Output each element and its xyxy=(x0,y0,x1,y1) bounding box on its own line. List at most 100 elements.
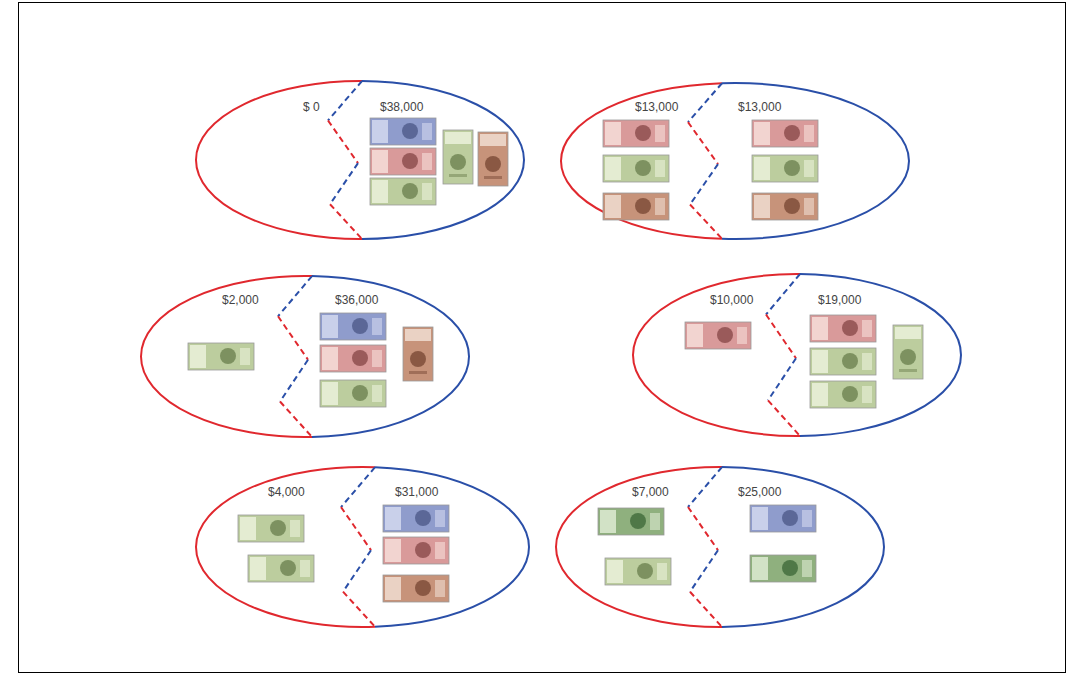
banknote-body xyxy=(893,325,923,379)
banknote-body xyxy=(752,120,818,147)
banknote-illustration xyxy=(248,555,314,582)
banknote-panel xyxy=(895,327,921,339)
banknote-portrait xyxy=(402,183,418,199)
split-ellipse: $10,000$19,000 xyxy=(632,273,962,437)
split-ellipse: $13,000$13,000 xyxy=(560,82,910,240)
banknote-portrait xyxy=(450,154,466,170)
banknote-stripe xyxy=(802,560,812,577)
banknote-panel xyxy=(687,324,703,347)
banknote-illustration xyxy=(752,193,818,220)
banknote-stripe xyxy=(484,176,502,179)
banknote-stripe xyxy=(409,371,427,374)
banknote-panel xyxy=(385,507,401,530)
banknote-stripe xyxy=(422,123,432,140)
amount-label: $2,000 xyxy=(222,293,259,307)
banknote-portrait xyxy=(415,542,431,558)
banknote-stripe xyxy=(435,580,445,597)
banknote-portrait xyxy=(485,156,501,172)
banknote-portrait xyxy=(415,580,431,596)
banknote-stripe xyxy=(372,385,382,402)
banknote-stripe xyxy=(372,318,382,335)
banknote-illustration xyxy=(320,313,386,340)
banknote-portrait xyxy=(782,510,798,526)
banknote-panel xyxy=(385,577,401,600)
banknote-body xyxy=(320,313,386,340)
banknote-illustration xyxy=(752,155,818,182)
amount-label: $7,000 xyxy=(632,485,669,499)
banknote-panel xyxy=(372,120,388,143)
banknote-stripe xyxy=(240,348,250,365)
banknote-panel xyxy=(812,383,828,406)
banknote-portrait xyxy=(352,318,368,334)
zigzag-divider xyxy=(278,316,308,359)
amount-label: $ 0 xyxy=(303,100,320,114)
banknote-body xyxy=(603,155,669,182)
banknote-body xyxy=(752,193,818,220)
banknote-illustration xyxy=(383,575,449,602)
banknote-illustration xyxy=(320,345,386,372)
banknote-illustration xyxy=(443,130,473,184)
banknote-panel xyxy=(754,195,770,218)
banknote-body xyxy=(603,120,669,147)
banknote-portrait xyxy=(784,160,800,176)
banknote-illustration xyxy=(383,505,449,532)
banknote-portrait xyxy=(415,510,431,526)
banknote-stripe xyxy=(862,320,872,337)
banknote-portrait xyxy=(280,560,296,576)
banknote-panel xyxy=(607,560,623,583)
banknote-panel xyxy=(372,150,388,173)
zigzag-divider xyxy=(690,550,718,592)
banknote-portrait xyxy=(784,125,800,141)
right-arc xyxy=(800,274,961,436)
banknote-panel xyxy=(605,195,621,218)
split-ellipse: $2,000 $36,000 xyxy=(140,275,470,438)
banknote-panel xyxy=(752,507,768,530)
zigzag-divider xyxy=(330,163,358,204)
banknote-body xyxy=(750,505,816,532)
banknote-body xyxy=(383,575,449,602)
banknote-body xyxy=(383,537,449,564)
right-arc xyxy=(362,81,524,239)
left-arc xyxy=(556,467,722,627)
amount-label: $36,000 xyxy=(335,293,378,307)
banknote-illustration xyxy=(478,132,508,186)
zigzag-divider xyxy=(341,467,375,507)
banknote-panel xyxy=(372,180,388,203)
banknote-stripe xyxy=(737,327,747,344)
banknote-panel xyxy=(600,510,616,533)
zigzag-divider xyxy=(688,83,722,122)
split-ellipse: $ 0 $38,000 xyxy=(195,80,525,240)
ellipse-outline xyxy=(560,82,910,240)
banknote-panel xyxy=(190,345,206,368)
banknote-portrait xyxy=(630,513,646,529)
banknote-panel xyxy=(385,539,401,562)
banknote-stripe xyxy=(862,386,872,403)
banknote-illustration xyxy=(810,348,876,375)
banknote-panel xyxy=(605,157,621,180)
zigzag-divider xyxy=(328,121,358,164)
zigzag-divider xyxy=(766,315,796,359)
banknote-portrait xyxy=(220,348,236,364)
banknote-stripe xyxy=(435,510,445,527)
banknote-illustration xyxy=(603,155,669,182)
banknote-body xyxy=(188,343,254,370)
zigzag-divider xyxy=(341,507,371,550)
banknote-stripe xyxy=(899,369,917,372)
zigzag-divider xyxy=(343,592,375,627)
banknote-panel xyxy=(752,557,768,580)
banknote-illustration xyxy=(810,381,876,408)
zigzag-divider xyxy=(343,550,371,591)
banknote-portrait xyxy=(410,351,426,367)
banknote-illustration xyxy=(810,315,876,342)
banknote-illustration xyxy=(603,120,669,147)
left-arc xyxy=(633,274,800,436)
right-arc xyxy=(375,467,529,627)
amount-label: $38,000 xyxy=(380,100,423,114)
banknote-portrait xyxy=(717,327,733,343)
banknote-body xyxy=(478,132,508,186)
banknote-portrait xyxy=(635,198,651,214)
banknote-stripe xyxy=(804,198,814,215)
banknote-portrait xyxy=(402,153,418,169)
banknote-body xyxy=(605,558,671,585)
banknote-portrait xyxy=(842,320,858,336)
